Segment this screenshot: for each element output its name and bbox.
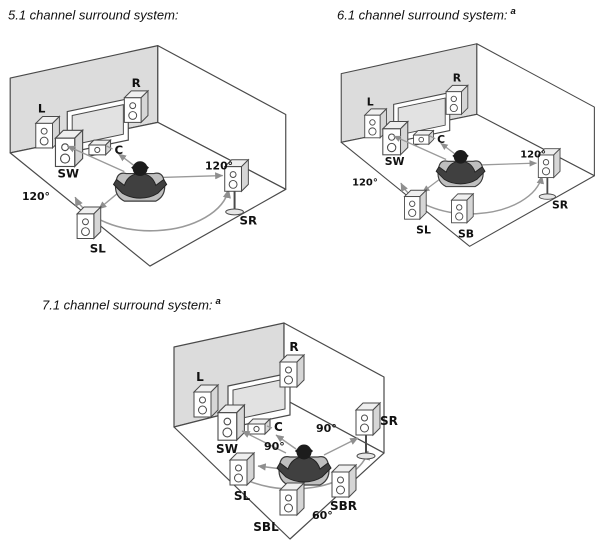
speaker-front-right — [123, 90, 149, 123]
guide-line-center — [118, 153, 135, 167]
label-r: R — [132, 76, 141, 90]
angle-label-right: 120° — [205, 160, 233, 173]
speaker-center — [88, 139, 112, 156]
angle-label-left: 120° — [352, 178, 378, 189]
diagram-title-7-1: 7.1 channel surround system:a — [42, 296, 221, 312]
guide-line-center — [275, 434, 297, 450]
diagram-title-6-1: 6.1 channel surround system:a — [337, 6, 516, 22]
speaker-surround-back — [451, 193, 474, 224]
label-sbr: SBR — [330, 499, 357, 513]
speaker-center — [413, 130, 434, 145]
label-l: L — [38, 102, 46, 116]
angle-label-back: 60° — [312, 509, 333, 522]
speaker-front-right — [279, 354, 305, 388]
subwoofer — [382, 121, 409, 156]
label-r: R — [289, 340, 298, 354]
diagram-title-5-1: 5.1 channel surround system: — [8, 6, 182, 22]
label-sb: SB — [458, 227, 474, 240]
guide-line-center — [440, 142, 456, 155]
label-sw: SW — [57, 166, 79, 180]
center-label-pointer — [266, 425, 273, 429]
speaker-surround-back-left — [279, 482, 305, 516]
title-text-5-1: 5.1 channel surround system: — [8, 7, 179, 23]
guide-line-front-left — [393, 135, 447, 161]
label-sw: SW — [216, 442, 238, 456]
speaker-surround-left — [76, 206, 102, 239]
label-l: L — [196, 370, 204, 384]
label-sbl: SBL — [253, 520, 279, 534]
diagram-5-1: L R C SW SL SR 120° 120° — [9, 45, 287, 267]
speaker-surround-left — [404, 189, 427, 220]
angle-label-right: 120° — [520, 150, 546, 161]
label-sr: SR — [240, 214, 258, 228]
label-sw: SW — [385, 155, 405, 168]
room — [9, 45, 287, 267]
footnote-marker-7-1: a — [215, 296, 221, 307]
label-sl: SL — [90, 241, 106, 255]
angle-label-left: 120° — [22, 190, 50, 203]
speaker-front-right — [445, 84, 469, 115]
label-c: C — [274, 420, 283, 434]
diagram-7-1: L R C SW SL SBL SBR SR 90° 90° 60° — [173, 322, 398, 540]
footnote-marker-6-1: a — [510, 6, 516, 17]
speaker-center — [247, 418, 271, 435]
label-sr: SR — [552, 198, 569, 211]
center-label-pointer — [106, 145, 113, 150]
center-label-pointer — [429, 135, 436, 140]
speaker-surround-left — [229, 452, 255, 486]
label-c: C — [437, 133, 445, 146]
speaker-front-left — [193, 384, 219, 418]
label-l: L — [367, 95, 374, 108]
guide-line-surround-right — [161, 172, 224, 180]
subwoofer — [217, 404, 245, 441]
diagram-6-1: L R C SW SL SB SR 120° 120° — [340, 43, 595, 247]
title-text-6-1: 6.1 channel surround system: — [337, 7, 508, 23]
label-sl: SL — [234, 489, 251, 503]
subwoofer — [54, 129, 84, 168]
title-text-7-1: 7.1 channel surround system: — [42, 297, 213, 313]
angle-arc — [233, 450, 371, 490]
guide-line-front-left — [66, 145, 125, 173]
guide-line-surround-right — [480, 160, 537, 167]
label-r: R — [453, 72, 462, 85]
label-sr: SR — [380, 414, 398, 428]
label-sl: SL — [416, 224, 431, 237]
label-c: C — [115, 143, 124, 157]
guide-line-front-left — [241, 430, 287, 454]
angle-label-right: 90° — [316, 422, 337, 435]
angle-label-left: 90° — [264, 440, 285, 453]
speaker-surround-back-right — [331, 464, 357, 498]
